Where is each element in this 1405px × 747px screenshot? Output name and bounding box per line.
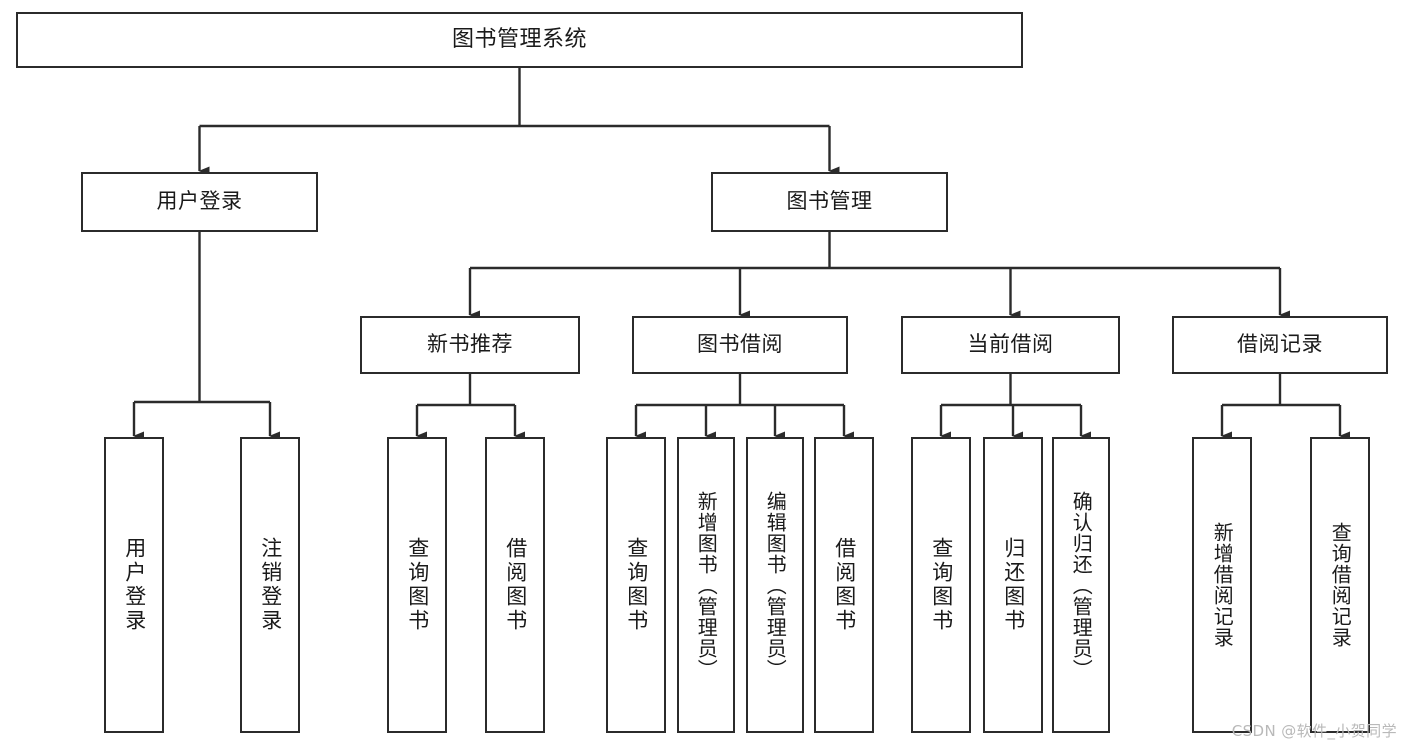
- node-leaf-0[interactable]: 用户登录: [104, 437, 164, 733]
- node-leaf-6[interactable]: 编辑图书（管理员）: [746, 437, 804, 733]
- node-label: 确认归还（管理员）: [1069, 490, 1094, 680]
- node-label: 新增图书（管理员）: [694, 490, 719, 680]
- node-l3-0[interactable]: 新书推荐: [360, 316, 580, 374]
- node-leaf-9[interactable]: 归还图书: [983, 437, 1043, 733]
- node-label: 借阅记录: [1237, 332, 1323, 357]
- node-label: 用户登录: [156, 189, 243, 214]
- node-label: 编辑图书（管理员）: [763, 490, 788, 680]
- node-label: 注销登录: [258, 537, 283, 633]
- node-l3-1[interactable]: 图书借阅: [632, 316, 848, 374]
- node-label: 查询图书: [929, 537, 954, 633]
- node-l3-3[interactable]: 借阅记录: [1172, 316, 1388, 374]
- node-leaf-8[interactable]: 查询图书: [911, 437, 971, 733]
- node-leaf-7[interactable]: 借阅图书: [814, 437, 874, 733]
- node-leaf-11[interactable]: 新增借阅记录: [1192, 437, 1252, 733]
- node-leaf-12[interactable]: 查询借阅记录: [1310, 437, 1370, 733]
- node-label: 查询借阅记录: [1328, 522, 1353, 648]
- node-root[interactable]: 图书管理系统: [16, 12, 1023, 68]
- node-label: 用户登录: [122, 537, 147, 633]
- node-label: 图书管理: [786, 189, 873, 214]
- node-label: 查询图书: [405, 537, 430, 633]
- node-l2-0[interactable]: 用户登录: [81, 172, 318, 232]
- node-leaf-10[interactable]: 确认归还（管理员）: [1052, 437, 1110, 733]
- node-label: 借阅图书: [832, 537, 857, 633]
- node-leaf-3[interactable]: 借阅图书: [485, 437, 545, 733]
- node-label: 查询图书: [624, 537, 649, 633]
- node-label: 新增借阅记录: [1210, 522, 1235, 648]
- node-label: 图书借阅: [697, 332, 783, 357]
- node-leaf-5[interactable]: 新增图书（管理员）: [677, 437, 735, 733]
- node-label: 新书推荐: [427, 332, 513, 357]
- node-l2-1[interactable]: 图书管理: [711, 172, 948, 232]
- node-label: 图书管理系统: [451, 26, 587, 52]
- node-leaf-4[interactable]: 查询图书: [606, 437, 666, 733]
- node-label: 当前借阅: [967, 332, 1054, 357]
- node-leaf-1[interactable]: 注销登录: [240, 437, 300, 733]
- node-label: 归还图书: [1001, 537, 1026, 633]
- node-label: 借阅图书: [503, 537, 528, 633]
- node-leaf-2[interactable]: 查询图书: [387, 437, 447, 733]
- node-l3-2[interactable]: 当前借阅: [901, 316, 1120, 374]
